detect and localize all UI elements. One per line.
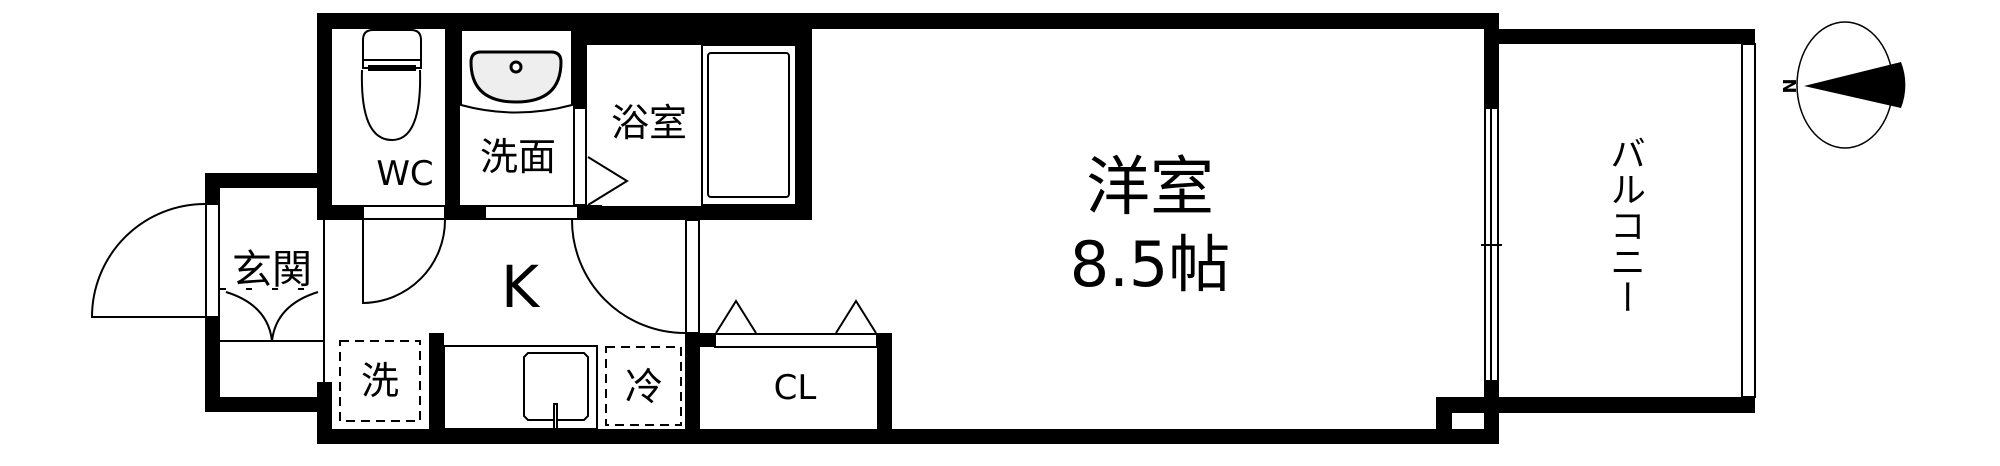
compass-north-label: N xyxy=(1780,78,1801,93)
compass-icon: N xyxy=(1780,21,1906,149)
front-door[interactable] xyxy=(90,203,220,318)
fridge-label: 冷 xyxy=(624,365,663,409)
western-room-label: 洋室 xyxy=(1086,151,1214,225)
shoe-cabinet xyxy=(220,220,325,397)
bathroom-door-marker xyxy=(587,156,629,206)
kitchen-partitions xyxy=(429,219,700,444)
washer-label: 洗 xyxy=(360,359,399,403)
kitchen-counter xyxy=(443,345,598,430)
kitchen-label: K xyxy=(500,253,540,321)
toilet-icon xyxy=(360,29,422,142)
washer-space xyxy=(339,340,421,422)
balcony-walls xyxy=(1499,29,1756,413)
western-room-size: 8.5帖 xyxy=(1069,228,1231,301)
entrance-label: 玄関 xyxy=(232,247,312,293)
closet-door[interactable] xyxy=(714,299,878,348)
wc-label: WC xyxy=(376,154,434,194)
kitchen-door[interactable] xyxy=(571,219,686,334)
sink-icon xyxy=(460,29,573,114)
bathroom-label: 浴室 xyxy=(610,101,687,145)
washroom-door[interactable] xyxy=(484,107,587,220)
closet-label: CL xyxy=(773,368,817,408)
pipe-shaft xyxy=(1436,397,1499,444)
wc-door[interactable] xyxy=(362,205,446,305)
balcony-label: バルコニー xyxy=(1604,135,1645,315)
fridge-space xyxy=(605,346,682,426)
balcony-window[interactable] xyxy=(1481,107,1502,382)
washroom-label: 洗面 xyxy=(479,135,556,179)
bathtub-icon xyxy=(701,44,797,206)
closet-walls xyxy=(700,333,892,444)
bathroom-walls xyxy=(587,13,812,220)
